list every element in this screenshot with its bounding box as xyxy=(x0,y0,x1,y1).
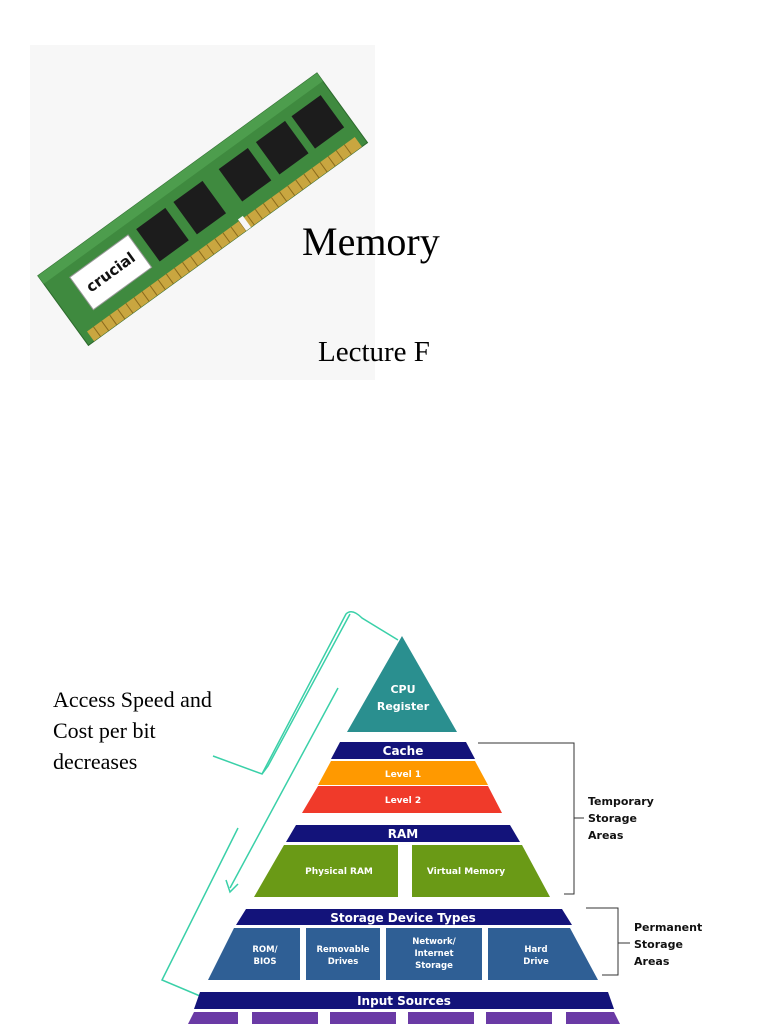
cache-level1-band xyxy=(318,761,488,785)
hard-label-line2: Drive xyxy=(523,957,549,967)
decreasing-arrow xyxy=(160,611,399,997)
physical-ram-label: Physical RAM xyxy=(305,867,373,877)
rom-label-line2: BIOS xyxy=(254,957,277,967)
permanent-label-line2: Storage xyxy=(634,938,683,951)
cpu-register-tier xyxy=(347,636,457,732)
slide-title: crucial Memory Lecture F xyxy=(30,45,440,380)
slide-memory-hierarchy: Access Speed and Cost per bit decreases … xyxy=(0,512,768,1024)
ram-header-band xyxy=(286,825,520,842)
permanent-label-line1: Permanent xyxy=(634,921,702,934)
slide-subtitle-text: Lecture F xyxy=(318,336,430,368)
cache-header-label: Cache xyxy=(383,744,424,758)
input-sources-band xyxy=(194,992,614,1009)
note-line: Cost per bit xyxy=(53,718,156,743)
physical-ram-block xyxy=(254,845,398,897)
note-line: decreases xyxy=(53,749,138,774)
note-line: Access Speed and xyxy=(53,687,212,712)
storage-header-band xyxy=(236,909,572,925)
virtual-memory-block xyxy=(412,845,550,897)
input-source-blocks xyxy=(188,1012,620,1024)
memory-pyramid-diagram: CPU Register Cache Level 1 Level 2 RAM P… xyxy=(160,611,702,1024)
network-label-line1: Network/ xyxy=(412,937,456,947)
removable-label-line2: Drives xyxy=(328,957,359,967)
rom-label-line1: ROM/ xyxy=(252,945,278,955)
cpu-label-line2: Register xyxy=(377,700,430,713)
cpu-label-line1: CPU xyxy=(390,683,415,696)
temporary-bracket xyxy=(478,742,584,895)
network-storage-block xyxy=(386,928,482,980)
input-sources-label: Input Sources xyxy=(357,994,451,1008)
temporary-label-line3: Areas xyxy=(588,829,624,842)
temporary-label-line2: Storage xyxy=(588,812,637,825)
slide-title-text: Memory xyxy=(302,219,440,264)
hard-label-line1: Hard xyxy=(524,945,547,955)
storage-header-label: Storage Device Types xyxy=(330,911,475,925)
access-speed-note: Access Speed and Cost per bit decreases xyxy=(53,684,273,777)
permanent-bracket xyxy=(586,907,630,976)
cache-level1-label: Level 1 xyxy=(385,770,421,780)
cache-level2-band xyxy=(302,786,502,813)
network-label-line3: Storage xyxy=(415,961,453,971)
cache-level2-label: Level 2 xyxy=(385,796,421,806)
hard-drive-block xyxy=(488,928,598,980)
removable-drives-block xyxy=(306,928,380,980)
permanent-label-line3: Areas xyxy=(634,955,670,968)
rom-bios-block xyxy=(208,928,300,980)
ram-module-image: crucial xyxy=(30,45,375,380)
temporary-label-line1: Temporary xyxy=(588,795,654,808)
network-label-line2: Internet xyxy=(414,949,453,959)
virtual-memory-label: Virtual Memory xyxy=(427,867,505,877)
ram-header-label: RAM xyxy=(388,827,418,841)
removable-label-line1: Removable xyxy=(316,945,369,955)
cache-header-band xyxy=(331,742,475,759)
